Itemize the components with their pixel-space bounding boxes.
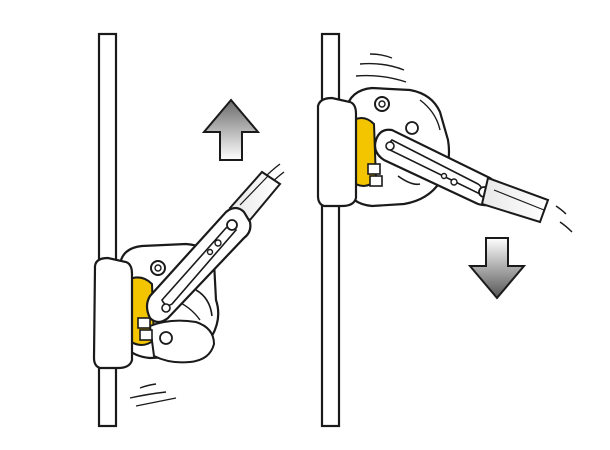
right-lever — [373, 128, 499, 207]
arrow-down-icon — [467, 237, 527, 300]
left-motion-lines-bottom — [129, 383, 177, 407]
left-lever — [145, 206, 252, 324]
arrow-up-icon — [201, 98, 261, 161]
right-strap — [480, 176, 550, 224]
right-rope — [320, 32, 341, 428]
right-panel — [316, 32, 573, 428]
right-motion-lines-side — [555, 205, 573, 233]
left-panel — [92, 32, 285, 428]
right-motion-lines-top — [355, 53, 407, 83]
